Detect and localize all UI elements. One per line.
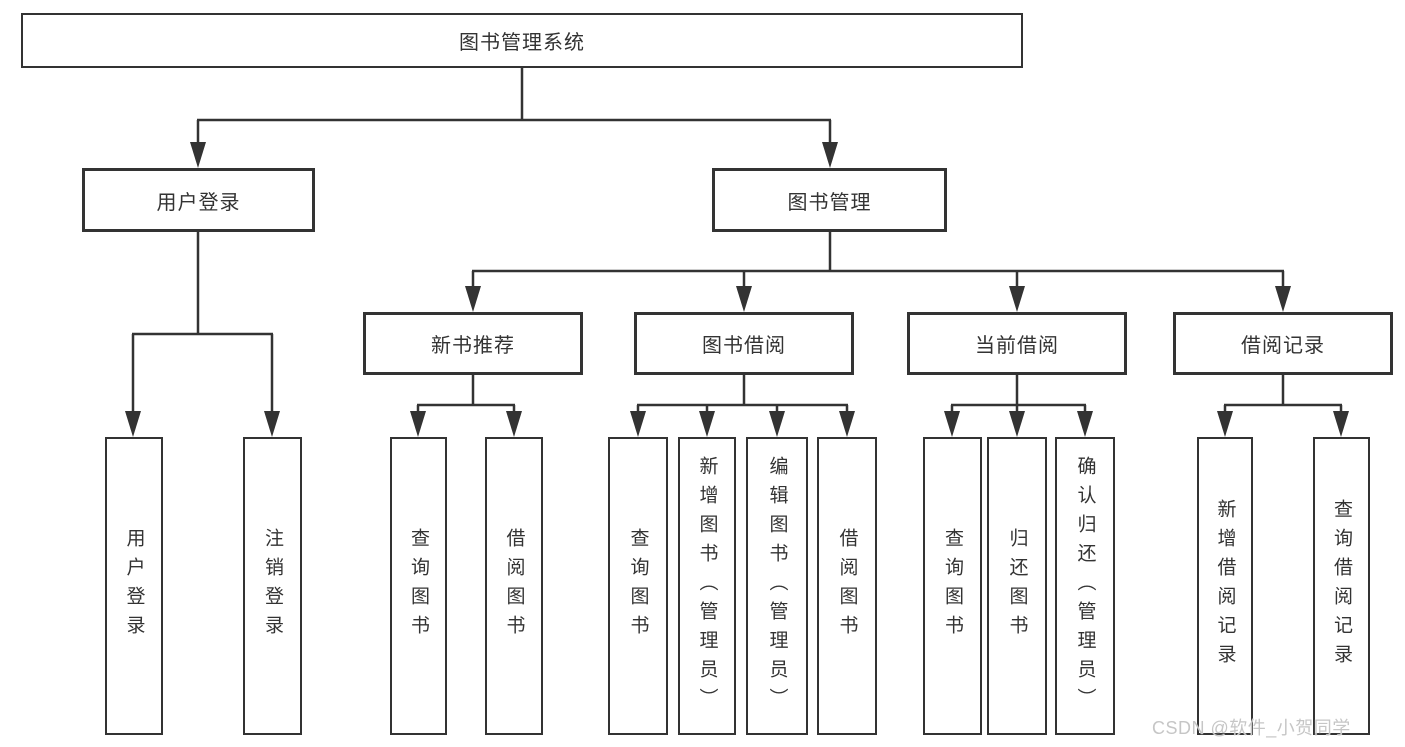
- node-label: 当前借阅: [975, 335, 1059, 357]
- leaf-borrow-books: 借阅图书: [817, 437, 877, 735]
- node-label: 图书管理: [787, 191, 872, 214]
- leaf-query-borrow-record: 查询借阅记录: [1313, 437, 1370, 735]
- arrowheads: [125, 142, 1349, 437]
- node-label: 查询图书: [942, 528, 963, 644]
- csdn-watermark: CSDN @软件_小贺同学: [1152, 718, 1351, 738]
- leaf-return-book: 归还图书: [987, 437, 1047, 735]
- node-current-borrowing: 当前借阅: [907, 312, 1127, 375]
- leaf-edit-book-admin: 编辑图书（管理员）: [746, 437, 808, 735]
- leaf-add-book-admin: 新增图书（管理员）: [678, 437, 736, 735]
- leaf-query-books-recommend: 查询图书: [390, 437, 447, 735]
- node-label: 查询图书: [408, 528, 429, 644]
- node-label: 图书管理系统: [459, 32, 585, 54]
- leaf-borrow-books-recommend: 借阅图书: [485, 437, 543, 735]
- node-label: 查询借阅记录: [1331, 499, 1352, 673]
- node-library-management-system: 图书管理系统: [21, 13, 1023, 68]
- node-label: 归还图书: [1006, 528, 1028, 644]
- node-book-management: 图书管理: [712, 168, 947, 232]
- leaf-add-borrow-record: 新增借阅记录: [1197, 437, 1253, 735]
- leaf-query-books-current: 查询图书: [923, 437, 982, 735]
- node-label: 新书推荐: [431, 335, 515, 357]
- node-user-login: 用户登录: [82, 168, 315, 232]
- leaf-confirm-return-admin: 确认归还（管理员）: [1055, 437, 1115, 735]
- node-borrow-records: 借阅记录: [1173, 312, 1393, 375]
- node-new-book-recommendation: 新书推荐: [363, 312, 583, 375]
- leaf-user-login: 用户登录: [105, 437, 163, 735]
- node-label: 查询图书: [627, 528, 649, 644]
- node-label: 借阅图书: [836, 528, 858, 644]
- node-label: 注销登录: [262, 528, 283, 644]
- node-label: 用户登录: [156, 191, 241, 214]
- node-label: 借阅记录: [1241, 335, 1325, 357]
- node-label: 图书借阅: [702, 335, 786, 357]
- leaf-logout: 注销登录: [243, 437, 302, 735]
- node-label: 新增图书（管理员）: [696, 455, 718, 717]
- node-label: 借阅图书: [503, 528, 525, 644]
- node-label: 编辑图书（管理员）: [766, 455, 788, 717]
- node-label: 用户登录: [123, 528, 145, 644]
- node-label: 新增借阅记录: [1214, 499, 1236, 673]
- leaf-query-books-borrowing: 查询图书: [608, 437, 668, 735]
- node-book-borrowing: 图书借阅: [634, 312, 854, 375]
- node-label: 确认归还（管理员）: [1074, 455, 1096, 717]
